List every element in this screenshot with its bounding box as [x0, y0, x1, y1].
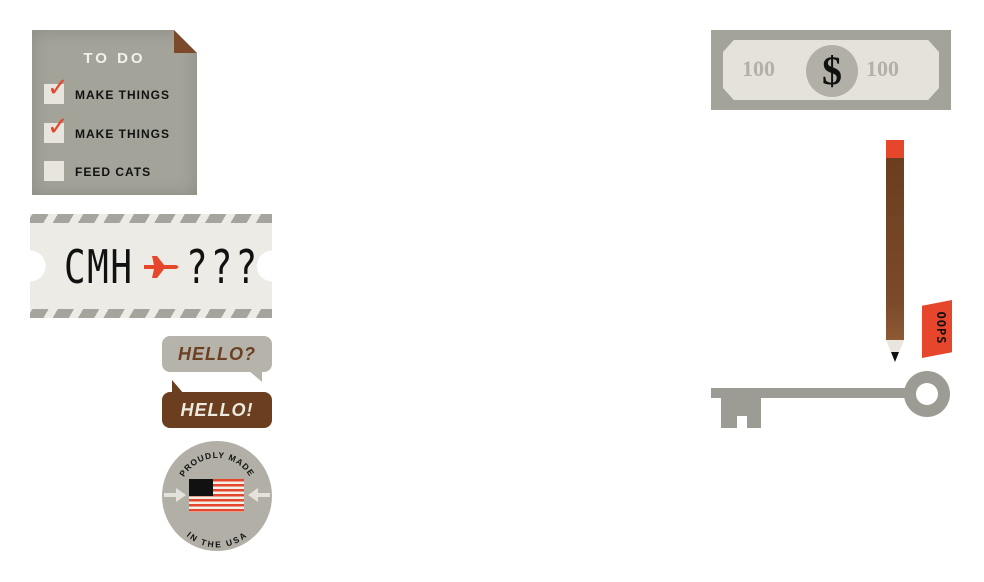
svg-text:IN THE USA: IN THE USA: [185, 530, 249, 550]
arrow-right-icon: [164, 488, 186, 502]
checkbox[interactable]: [44, 123, 64, 143]
ticket-stripe-top: [30, 214, 272, 223]
flight-ticket: CMH ???: [30, 214, 272, 318]
check-icon: ✓: [47, 111, 69, 141]
badge-top-text: PROUDLY MADE: [177, 450, 256, 478]
dollar-sign-icon: $: [806, 45, 858, 97]
badge-ring-text: PROUDLY MADE IN THE USA: [177, 450, 257, 550]
todo-item[interactable]: ✓ MAKE THINGS: [44, 74, 194, 106]
oops-tag-text: OOPS: [934, 311, 948, 345]
ticket-origin: CMH: [64, 240, 134, 294]
badge-bottom-text: IN THE USA: [185, 530, 248, 550]
oops-tag: [922, 300, 952, 358]
key-icon: [711, 371, 950, 428]
todo-title: TO DO: [83, 50, 146, 67]
todo-item-label: FEED CATS: [75, 165, 152, 179]
todo-item[interactable]: ✓ MAKE THINGS: [44, 113, 194, 145]
bill-value-right: 100: [866, 56, 899, 81]
arrow-left-icon: [248, 488, 270, 502]
bill-value-left: 100: [742, 56, 775, 81]
us-flag-icon: [189, 479, 244, 512]
todo-item[interactable]: FEED CATS: [44, 161, 194, 183]
pencil-lead: [891, 352, 899, 362]
airplane-icon: [144, 256, 179, 278]
svg-text:PROUDLY MADE: PROUDLY MADE: [177, 450, 257, 478]
checkbox[interactable]: [44, 161, 64, 181]
pencil-eraser: [886, 140, 904, 158]
todo-item-label: MAKE THINGS: [75, 127, 170, 141]
speech-bubble-question: HELLO?: [162, 336, 272, 372]
checkbox[interactable]: [44, 84, 64, 104]
todo-item-label: MAKE THINGS: [75, 88, 170, 102]
check-icon: ✓: [47, 72, 69, 102]
speech-bubble-tail: [248, 370, 262, 382]
speech-bubble-exclaim: HELLO!: [162, 392, 272, 428]
ticket-destination: ???: [186, 240, 261, 294]
ticket-stripe-bottom: [30, 309, 272, 318]
pencil-icon: [886, 158, 904, 340]
